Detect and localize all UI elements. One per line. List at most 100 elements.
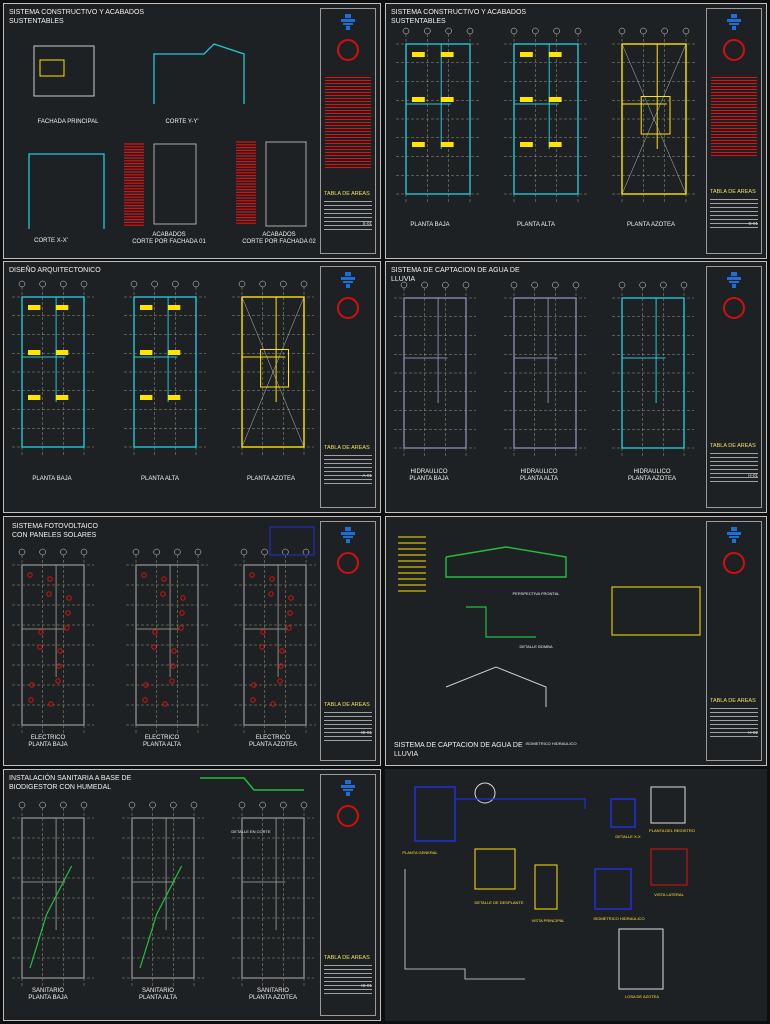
plan-walls bbox=[135, 564, 199, 726]
dimension-line bbox=[404, 869, 525, 980]
axis-bubble bbox=[445, 27, 452, 35]
title-block: TABLA DE AREAS IE-01 bbox=[320, 521, 376, 761]
electric-fixture bbox=[171, 648, 177, 654]
view-label-hidraulico-alta: HIDRAULICO PLANTA ALTA bbox=[519, 469, 558, 482]
furniture-block bbox=[28, 350, 41, 355]
axis-bubble bbox=[80, 280, 88, 288]
institution-logo-icon bbox=[341, 527, 355, 543]
title-block: TABLA DE AREAS H-02 bbox=[706, 521, 762, 761]
axis-bubble bbox=[60, 548, 67, 556]
axis-bubble bbox=[153, 548, 160, 556]
axis-bubble bbox=[300, 801, 308, 809]
hydraulic-isometric-detail bbox=[594, 868, 632, 910]
electric-fixture bbox=[260, 629, 266, 635]
drawing-canvas bbox=[394, 281, 694, 458]
axis-bubble bbox=[60, 801, 67, 809]
general-plan-outline bbox=[414, 786, 456, 842]
view-label-isometrico: ISOMETRICO HIDRAULICO bbox=[525, 741, 577, 746]
axis-bubble bbox=[172, 280, 179, 288]
view-label-planta-baja: PLANTA BAJA bbox=[32, 476, 72, 482]
sheet-code: S-01 bbox=[362, 221, 372, 226]
furniture-block bbox=[520, 97, 533, 102]
drawing-canvas bbox=[404, 782, 688, 990]
view-label-detalle-bomba: DETALLE BOMBA bbox=[519, 644, 553, 649]
roof-tank bbox=[260, 349, 290, 388]
electric-fixture bbox=[38, 629, 44, 635]
sheet-photovoltaic: SISTEMA FOTOVOLTAICO CON PANELES SOLARES… bbox=[3, 516, 381, 766]
view-label-planta-registro: PLANTA DEL REGISTRO bbox=[649, 828, 695, 833]
axis-bubble bbox=[402, 27, 410, 35]
electric-fixture bbox=[66, 595, 72, 601]
drawing-canvas bbox=[12, 280, 314, 457]
furniture-block bbox=[520, 52, 533, 57]
wall-section-01 bbox=[153, 143, 197, 225]
axis-bubble bbox=[80, 801, 88, 809]
electric-fixture bbox=[160, 591, 166, 597]
axis-bubble bbox=[18, 801, 26, 809]
institution-logo-icon bbox=[727, 272, 741, 288]
plan-walls bbox=[405, 43, 471, 195]
axis-bubble bbox=[39, 548, 46, 556]
electric-fixture bbox=[279, 648, 285, 654]
axis-bubble bbox=[282, 548, 289, 556]
side-view bbox=[650, 848, 688, 886]
sheet-title: SISTEMA DE CAPTACION DE AGUA DE LLUVIA bbox=[391, 267, 522, 283]
foundation-detail bbox=[474, 848, 516, 890]
furniture-block bbox=[548, 142, 562, 147]
axis-bubble bbox=[421, 281, 428, 289]
areas-table-rows bbox=[324, 201, 372, 231]
sheet-title: DISEÑO ARQUITECTONICO bbox=[9, 267, 101, 274]
sheet-title: SISTEMA CONSTRUCTIVO Y ACABADOS SUSTENTA… bbox=[9, 9, 145, 25]
furniture-block bbox=[548, 97, 562, 102]
axis-bubble bbox=[618, 27, 626, 35]
sheet-title: SISTEMA DE CAPTACION DE AGUA DE LLUVIA bbox=[394, 742, 523, 758]
electric-fixture bbox=[286, 625, 292, 631]
sheet-title: SISTEMA FOTOVOLTAICO CON PANELES SOLARES bbox=[12, 523, 98, 539]
institution-logo-icon bbox=[341, 780, 355, 796]
sheet-rainwater-plans: SISTEMA DE CAPTACION DE AGUA DE LLUVIA H… bbox=[385, 261, 767, 513]
areas-table-rows bbox=[710, 199, 758, 229]
sanitary-pipe bbox=[139, 865, 183, 969]
plan-walls bbox=[131, 817, 195, 979]
areas-table-rows bbox=[324, 455, 372, 485]
view-label-isometrico-hidraulico: ISOMETRICO HIDRAULICO bbox=[593, 916, 645, 921]
title-block: TABLA DE AREAS S-01 bbox=[320, 8, 376, 254]
axis-bubble bbox=[240, 548, 248, 556]
view-label-sanitario-azotea: SANITARIO PLANTA AZOTEA bbox=[249, 988, 297, 1001]
plan-walls bbox=[403, 297, 467, 449]
axis-bubble bbox=[510, 281, 518, 289]
furniture-block bbox=[28, 395, 41, 400]
sheet-title: INSTALACIÓN SANITARIA A BASE DE BIODIGES… bbox=[9, 775, 132, 791]
roof-tank bbox=[640, 96, 671, 135]
furniture-block bbox=[140, 395, 153, 400]
axis-bubble bbox=[80, 548, 88, 556]
furniture-block bbox=[440, 52, 454, 57]
axis-bubble bbox=[300, 280, 308, 288]
axis-bubble bbox=[39, 801, 46, 809]
electric-fixture bbox=[179, 610, 185, 616]
electric-fixture bbox=[64, 625, 70, 631]
title-block: TABLA DE AREAS IS-01 bbox=[320, 774, 376, 1016]
axis-bubble bbox=[466, 27, 474, 35]
sheet-code: H-01 bbox=[748, 473, 758, 478]
view-label-hidraulico-azotea: HIDRAULICO PLANTA AZOTEA bbox=[628, 469, 676, 482]
electric-fixture bbox=[29, 682, 35, 688]
areas-table-heading: TABLA DE AREAS bbox=[324, 955, 370, 961]
furniture-block bbox=[167, 305, 181, 310]
title-block: TABLA DE AREAS A-01 bbox=[320, 266, 376, 508]
electric-fixture bbox=[288, 595, 294, 601]
electric-fixture bbox=[287, 610, 293, 616]
axis-bubble bbox=[132, 548, 140, 556]
axis-bubble bbox=[462, 281, 470, 289]
axis-bubble bbox=[680, 281, 688, 289]
view-label-detalle-desplante: DETALLE DE DESPLANTE bbox=[474, 900, 524, 905]
view-label-perspectiva: PERSPECTIVA FRONTAL bbox=[512, 591, 560, 596]
plan-walls bbox=[241, 817, 305, 979]
plan-walls bbox=[621, 43, 687, 195]
electric-fixture bbox=[162, 701, 168, 707]
electric-fixture bbox=[55, 678, 61, 684]
furniture-block bbox=[55, 305, 69, 310]
front-view bbox=[534, 864, 558, 910]
furniture-block bbox=[140, 305, 153, 310]
electric-fixture bbox=[27, 572, 33, 578]
